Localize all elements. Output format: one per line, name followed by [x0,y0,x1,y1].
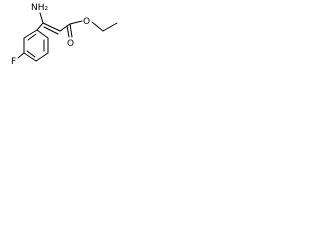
carbonyl-oxygen-label: O [67,39,74,49]
ethyl-bond [102,22,118,32]
ring-vinyl-bond [36,22,44,31]
amine-label: NH₂ [31,3,49,13]
alkene-double-line [43,26,59,35]
c-f-bond [17,52,25,59]
ester-oxygen-label: O [83,17,90,27]
ring-double-bond-3 [27,33,37,41]
ring-bond-1 [36,29,49,39]
ring-bond-6 [23,29,38,39]
benzene-ring [23,29,49,62]
chemical-structure-diagram: NH₂ F O O [11,3,118,67]
carbonyl-double-line [66,25,70,38]
alkene-bond [42,22,61,32]
ring-bond-4 [23,52,37,62]
fluorine-label: F [11,57,16,67]
o-ch2-bond [91,21,104,32]
c-n-bond [39,12,44,24]
c-carbonyl-bond [59,23,71,32]
ring-double-bond-2 [26,50,36,58]
ester-co-bond [69,20,83,25]
carbonyl-bond [69,23,73,38]
ring-bond-3 [35,52,49,62]
